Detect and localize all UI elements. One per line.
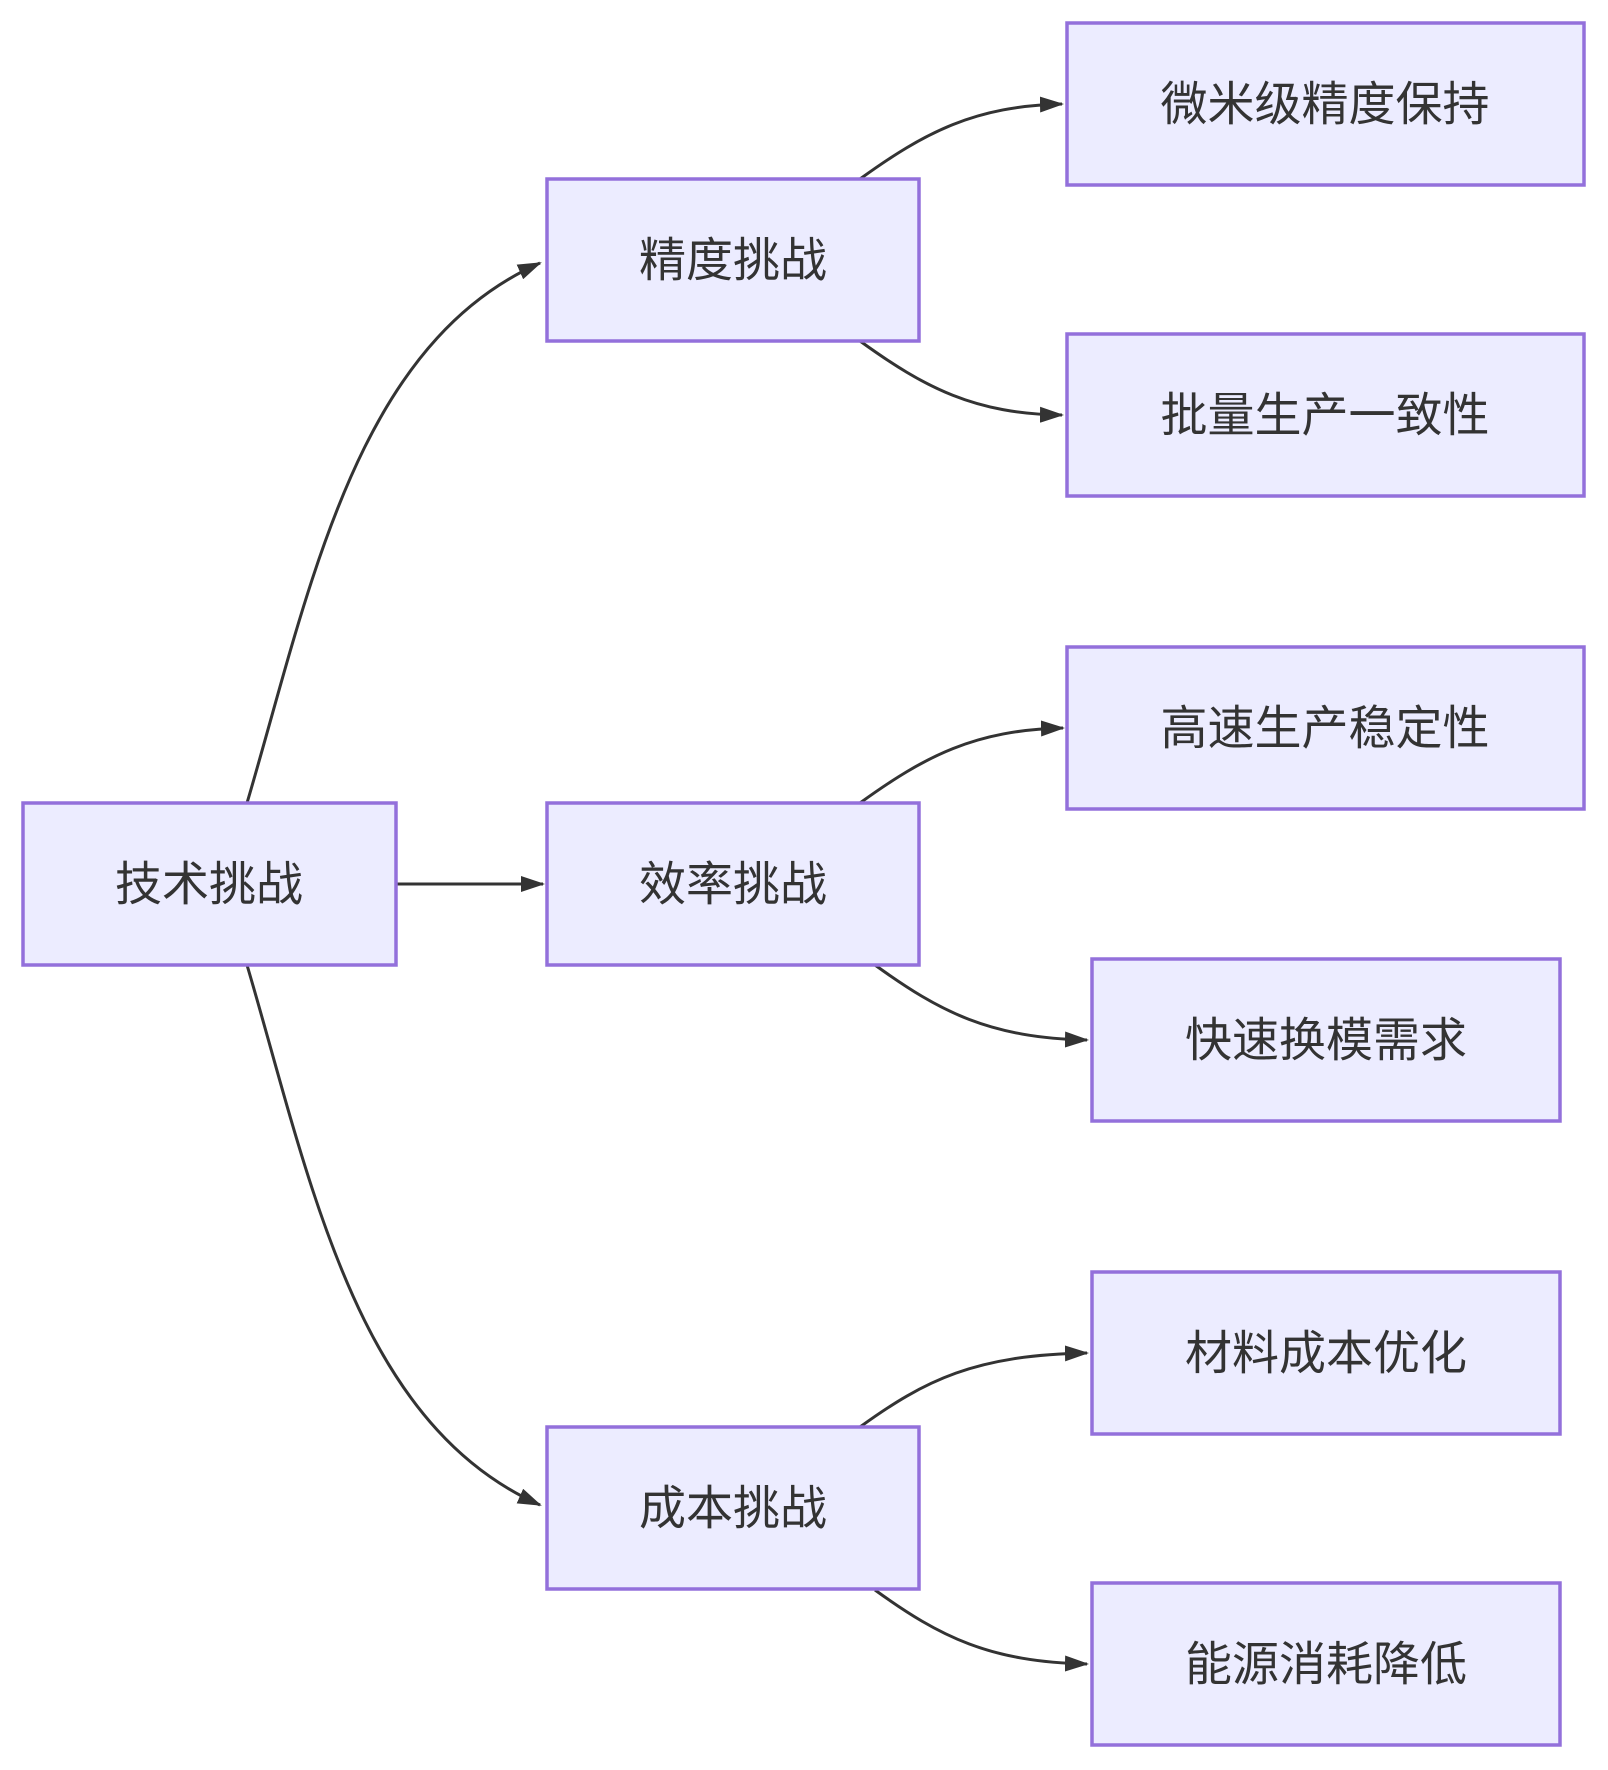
node-root-tech-challenge: 技术挑战	[21, 801, 398, 967]
node-energy-reduction: 能源消耗降低	[1090, 1581, 1562, 1747]
node-batch-consistency-label: 批量生产一致性	[1161, 389, 1490, 442]
edge-layer	[245, 96, 1089, 1672]
node-efficiency-box	[545, 801, 921, 967]
node-root-box	[21, 801, 398, 967]
node-cost-challenge: 成本挑战	[545, 1425, 921, 1591]
node-highspeed-stability-box	[1065, 645, 1586, 811]
edge-precision-to-micron-precision	[859, 96, 1064, 181]
edge-cost-to-material-cost	[859, 1345, 1089, 1429]
edge-precision-to-batch-consistency	[859, 339, 1064, 423]
node-precision-challenge: 精度挑战	[545, 177, 921, 343]
node-material-cost: 材料成本优化	[1090, 1270, 1562, 1436]
node-micron-precision-box	[1065, 21, 1586, 187]
edge-efficiency-to-quick-moldchange	[874, 963, 1089, 1048]
node-precision-box	[545, 177, 921, 343]
edge-root-to-precision	[245, 261, 542, 804]
node-precision-label: 精度挑战	[639, 234, 827, 287]
node-batch-consistency-box	[1065, 332, 1586, 498]
node-energy-reduction-label: 能源消耗降低	[1185, 1638, 1467, 1691]
node-quick-moldchange-box	[1090, 957, 1562, 1123]
node-micron-precision: 微米级精度保持	[1065, 21, 1586, 187]
edge-efficiency-to-highspeed-stability	[859, 720, 1065, 805]
node-energy-reduction-box	[1090, 1581, 1562, 1747]
node-material-cost-box	[1090, 1270, 1562, 1436]
edge-cost-to-energy-reduction	[874, 1588, 1089, 1672]
node-highspeed-stability-label: 高速生产稳定性	[1161, 702, 1490, 755]
node-quick-moldchange: 快速换模需求	[1090, 957, 1562, 1123]
node-layer: 技术挑战 精度挑战 效率挑战 成本挑战 微米级精度保持 批量生产一致性	[21, 21, 1586, 1747]
node-efficiency-label: 效率挑战	[639, 858, 827, 911]
node-cost-box	[545, 1425, 921, 1591]
edge-root-to-cost	[245, 964, 542, 1507]
node-material-cost-label: 材料成本优化	[1185, 1327, 1467, 1380]
node-batch-consistency: 批量生产一致性	[1065, 332, 1586, 498]
node-efficiency-challenge: 效率挑战	[545, 801, 921, 967]
node-quick-moldchange-label: 快速换模需求	[1185, 1014, 1467, 1067]
node-root-label: 技术挑战	[115, 858, 303, 911]
node-micron-precision-label: 微米级精度保持	[1161, 78, 1490, 131]
node-cost-label: 成本挑战	[639, 1482, 827, 1535]
node-highspeed-stability: 高速生产稳定性	[1065, 645, 1586, 811]
